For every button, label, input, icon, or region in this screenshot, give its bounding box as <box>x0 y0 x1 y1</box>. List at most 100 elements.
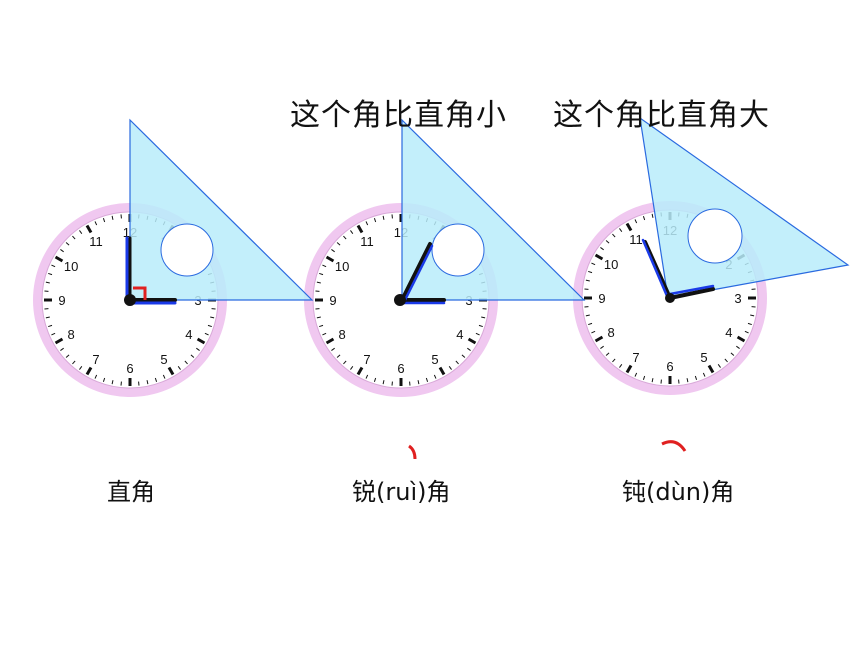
clock-tick <box>154 377 158 382</box>
clock-tick <box>343 360 347 365</box>
clock-tick <box>702 372 706 377</box>
label-acute-angle: 锐(ruì)角 <box>352 478 451 506</box>
clock-tick <box>72 235 76 240</box>
clock-tick <box>730 352 735 356</box>
clock-tick <box>625 364 633 374</box>
clock-tick <box>467 337 477 345</box>
clock-number: 5 <box>700 350 707 365</box>
clock-tick <box>79 230 83 234</box>
angle-ray <box>668 284 715 296</box>
clock-tick <box>111 215 114 220</box>
clock-tick <box>707 364 715 374</box>
triangle-ruler-1 <box>129 118 314 301</box>
clock-tick <box>605 240 610 244</box>
angle-ray <box>403 244 434 302</box>
clock-tick <box>51 332 56 336</box>
clock-tick <box>694 375 698 380</box>
clock-tick <box>331 249 335 253</box>
clock-number: 7 <box>363 352 370 367</box>
clock-tick <box>204 332 209 336</box>
clock-tick <box>85 224 93 234</box>
clock-tick <box>72 360 76 365</box>
clock-tick <box>605 352 610 356</box>
clock-tick <box>382 215 385 220</box>
clock-tick <box>373 218 377 223</box>
clock-tick <box>591 262 596 266</box>
clock-tick <box>717 364 721 368</box>
clock-tick <box>316 316 321 319</box>
clock-number: 9 <box>58 293 65 308</box>
clock-tick <box>60 347 64 351</box>
clock-number: 6 <box>397 361 404 376</box>
clock-tick <box>356 224 364 234</box>
clock-tick <box>417 380 420 385</box>
clock-tick <box>45 281 50 284</box>
clock-tick <box>625 222 633 232</box>
clock-tick <box>94 374 98 379</box>
clock-tick <box>651 378 654 383</box>
clock-tick <box>196 337 206 345</box>
clock-tick <box>184 360 188 365</box>
clock-tick <box>343 235 347 240</box>
clock-number: 6 <box>126 361 133 376</box>
right-angle-mark <box>133 286 147 300</box>
clock-tick <box>356 366 364 376</box>
clock-tick <box>51 264 56 268</box>
clock-number: 5 <box>160 352 167 367</box>
clock-tick <box>322 264 327 268</box>
clock-number: 11 <box>89 234 103 249</box>
clock-tick <box>373 377 377 382</box>
clock-tick <box>588 270 593 274</box>
clock-number: 7 <box>632 350 639 365</box>
clock-number: 4 <box>185 327 192 342</box>
label-obtuse-angle: 钝(dùn)角 <box>622 478 735 506</box>
clock-tick <box>481 316 486 319</box>
clock-tick <box>433 374 437 379</box>
clock-tick <box>60 249 64 253</box>
clock-tick <box>319 324 324 328</box>
clock-hand-hour <box>668 287 715 300</box>
clock-tick <box>336 354 341 358</box>
clock-hand-minute <box>400 242 432 302</box>
clock-tick <box>45 316 50 319</box>
triangle-ruler-3 <box>639 116 850 299</box>
clock-tick <box>438 366 446 376</box>
clock-tick <box>750 314 755 317</box>
clock-tick <box>455 360 459 365</box>
clock-tick <box>634 372 638 377</box>
clock-tick <box>594 335 604 343</box>
clock-tick <box>325 337 335 345</box>
clock-tick <box>365 221 369 226</box>
acute-arc-mark <box>408 444 417 460</box>
clock-tick <box>600 345 604 349</box>
clock-tick <box>48 324 53 328</box>
clock-tick <box>736 335 746 343</box>
clock-tick <box>316 281 321 284</box>
clock-number: 11 <box>360 234 374 249</box>
clock-tick <box>612 233 616 238</box>
clock-tick <box>724 358 728 363</box>
clock-tick <box>478 324 483 328</box>
clock-number: 7 <box>92 352 99 367</box>
clock-tick <box>585 279 590 282</box>
clock-tick <box>336 242 341 246</box>
clock-tick <box>475 332 480 336</box>
clock-number: 8 <box>67 327 74 342</box>
triangle-hole-1 <box>160 223 214 277</box>
clock-number: 8 <box>607 325 614 340</box>
clock-number: 8 <box>338 327 345 342</box>
clock-number: 6 <box>666 359 673 374</box>
clock-tick <box>585 314 590 317</box>
clock-number: 4 <box>456 327 463 342</box>
clock-tick <box>461 354 466 358</box>
clock-tick <box>322 332 327 336</box>
clock-tick <box>65 242 70 246</box>
clock-tick <box>744 330 749 334</box>
clock-tick <box>591 330 596 334</box>
clock-tick <box>736 345 740 349</box>
label-right-angle: 直角 <box>107 478 155 506</box>
clock-number: 10 <box>604 257 618 272</box>
clock-number: 9 <box>329 293 336 308</box>
triangle-hole-2 <box>431 223 485 277</box>
clock-tick <box>79 366 83 370</box>
